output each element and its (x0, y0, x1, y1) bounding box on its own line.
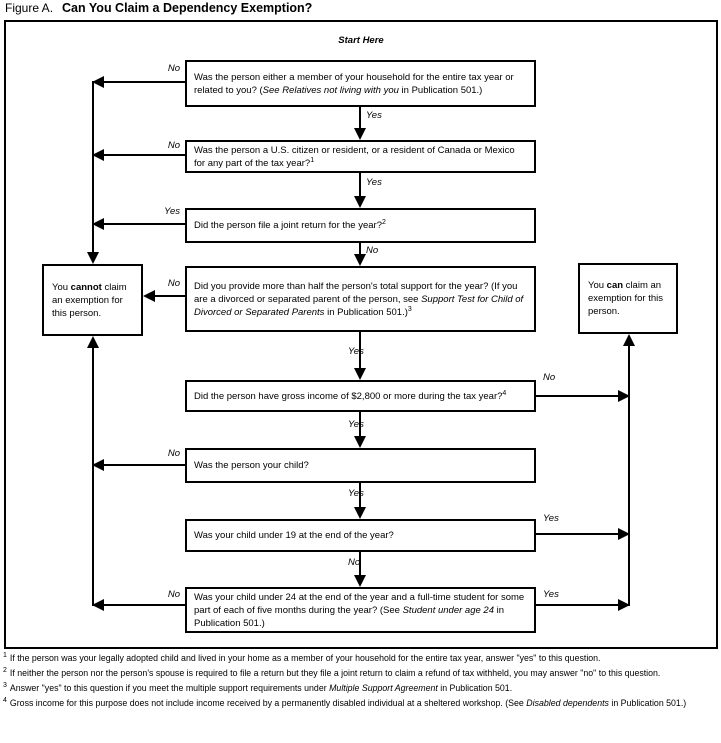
arrowhead-q2-no (92, 149, 104, 161)
line-q6-yes (359, 482, 361, 509)
arrowhead-into-cannot-top (87, 252, 99, 264)
question-under-19: Was your child under 19 at the end of th… (185, 519, 536, 552)
label-q3-no: No (366, 245, 379, 256)
line-left-lower-rail (92, 347, 94, 606)
line-q5-yes (359, 411, 361, 438)
label-q6-no: No (167, 448, 180, 459)
line-q1-yes (359, 106, 361, 130)
label-q4-yes: Yes (348, 346, 364, 357)
question-joint-return: Did the person file a joint return for t… (185, 208, 536, 243)
label-q1-yes: Yes (366, 110, 382, 121)
question-under-24-student: Was your child under 24 at the end of th… (185, 587, 536, 633)
line-q8-no (104, 604, 185, 606)
line-q2-yes (359, 172, 361, 198)
label-q7-yes: Yes (543, 513, 559, 524)
arrowhead-q8-yes (618, 599, 630, 611)
label-q2-no: No (167, 140, 180, 151)
line-q5-no (536, 395, 618, 397)
line-left-upper-rail (92, 81, 94, 253)
figure-title-text: Can You Claim a Dependency Exemption? (62, 1, 313, 15)
line-q8-yes (536, 604, 618, 606)
label-q4-no: No (167, 278, 180, 289)
label-q3-yes: Yes (164, 206, 180, 217)
question-half-support: Did you provide more than half the perso… (185, 266, 536, 332)
arrowhead-q3-yes (92, 218, 104, 230)
line-q3-yes (104, 223, 185, 225)
label-q5-no: No (543, 372, 556, 383)
line-q7-no (359, 551, 361, 577)
flowchart-border (4, 20, 718, 649)
line-q7-yes (536, 533, 618, 535)
result-cannot-claim: You cannot claim an exemption for this p… (42, 264, 143, 336)
arrowhead-q8-no (92, 599, 104, 611)
arrowhead-into-cannot-bottom (87, 336, 99, 348)
arrowhead-q1-yes (354, 128, 366, 140)
line-q6-no (104, 464, 185, 466)
question-gross-income: Did the person have gross income of $2,8… (185, 380, 536, 412)
arrowhead-q4-no (143, 290, 155, 302)
label-q2-yes: Yes (366, 177, 382, 188)
label-q7-no: No (348, 557, 361, 568)
start-here-label: Start Here (338, 35, 384, 46)
arrowhead-q7-no (354, 575, 366, 587)
line-right-rail (628, 345, 630, 606)
line-q4-yes (359, 331, 361, 370)
line-q2-no (104, 154, 185, 156)
result-can-claim: You can claim an exemption for this pers… (578, 263, 678, 334)
question-your-child: Was the person your child? (185, 448, 536, 483)
footnote-4-marker: 4 (3, 697, 7, 705)
footnote-3-marker: 3 (3, 682, 7, 690)
question-household-or-related: Was the person either a member of your h… (185, 60, 536, 107)
figure-title: Figure A. Can You Claim a Dependency Exem… (5, 1, 312, 15)
label-q1-no: No (167, 63, 180, 74)
arrowhead-q3-no (354, 254, 366, 266)
arrowhead-q6-yes (354, 507, 366, 519)
figure-label: Figure A. (5, 1, 54, 15)
arrowhead-q7-yes (618, 528, 630, 540)
line-q4-no (155, 295, 185, 297)
arrowhead-into-can-bottom (623, 334, 635, 346)
footnote-1-marker: 1 (3, 652, 7, 660)
question-citizen-or-resident: Was the person a U.S. citizen or residen… (185, 140, 536, 173)
label-q8-no: No (167, 589, 180, 600)
arrowhead-q5-no (618, 390, 630, 402)
label-q5-yes: Yes (348, 419, 364, 430)
arrowhead-q2-yes (354, 196, 366, 208)
arrowhead-q6-no (92, 459, 104, 471)
arrowhead-q4-yes (354, 368, 366, 380)
label-q8-yes: Yes (543, 589, 559, 600)
line-q3-no (359, 242, 361, 256)
footnote-2-marker: 2 (3, 667, 7, 675)
label-q6-yes: Yes (348, 488, 364, 499)
arrowhead-q1-no (92, 76, 104, 88)
arrowhead-q5-yes (354, 436, 366, 448)
line-q1-no (104, 81, 185, 83)
